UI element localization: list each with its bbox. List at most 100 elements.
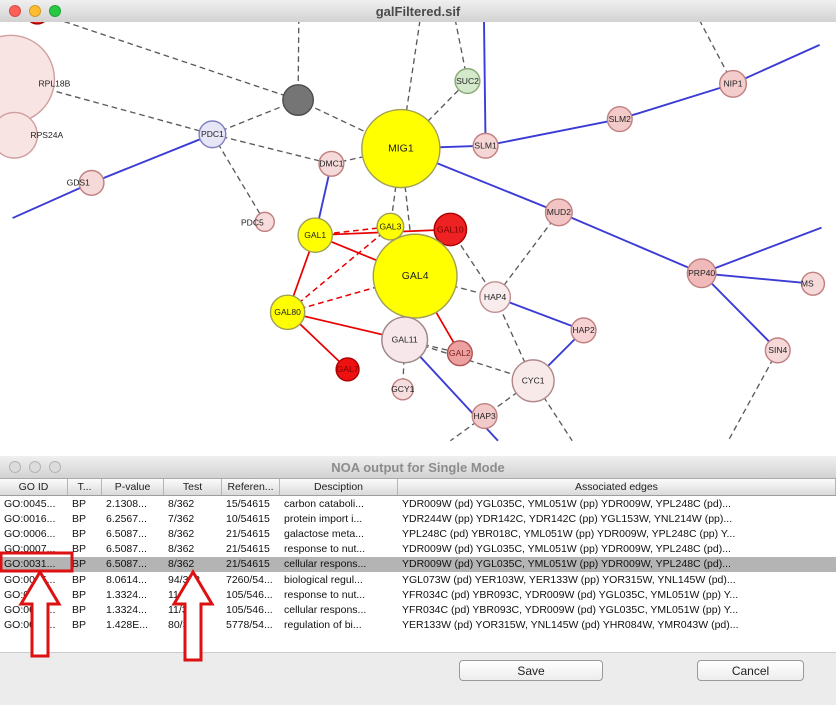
edge-rpl18b-pdc1[interactable]	[10, 78, 213, 135]
edge-mud2-prp40[interactable]	[558, 211, 702, 275]
close-button[interactable]	[9, 5, 21, 17]
minimize-button[interactable]	[29, 5, 41, 17]
node-prp40[interactable]	[686, 258, 717, 289]
node-pdc5[interactable]	[254, 211, 275, 233]
node-sin4[interactable]	[764, 337, 791, 364]
edge-slm1-off[interactable]	[483, 22, 487, 146]
node-hap3[interactable]	[471, 402, 498, 430]
table-window-titlebar[interactable]: NOA output for Single Mode	[0, 456, 836, 479]
edge-gds1-off[interactable]	[12, 181, 92, 219]
table-cell: 2.1308...	[106, 497, 147, 510]
edge-prp40-sin4[interactable]	[700, 272, 779, 352]
table-cell: GO:0065...	[4, 573, 56, 586]
edge-mig1-suc2[interactable]	[400, 80, 468, 150]
table-cell: 1.3324...	[106, 588, 147, 601]
table-cell: 1.428E...	[106, 619, 149, 632]
edge-redTL-grayNode[interactable]	[37, 22, 299, 101]
minimize-button[interactable]	[29, 461, 41, 473]
table-window-title: NOA output for Single Mode	[331, 459, 505, 475]
close-button[interactable]	[9, 461, 21, 473]
node-label-msn: MS	[801, 279, 814, 289]
node-hap4[interactable]	[479, 281, 512, 313]
column-header[interactable]: Associated edges	[398, 479, 836, 495]
edge-nip1-off[interactable]	[686, 22, 734, 85]
node-gal80[interactable]	[269, 294, 306, 331]
edge-pdc1-dmc1[interactable]	[212, 133, 332, 165]
node-gal7[interactable]	[335, 357, 360, 382]
edge-nip1-off[interactable]	[732, 43, 821, 85]
node-mud2[interactable]	[544, 198, 573, 227]
button-bar: Save Cancel	[0, 652, 836, 705]
node-gds1[interactable]	[78, 169, 105, 196]
node-hap2[interactable]	[570, 317, 597, 344]
zoom-button[interactable]	[49, 5, 61, 17]
node-gal1[interactable]	[297, 217, 334, 254]
table-cell: 7/362	[168, 512, 195, 525]
edge-gal3-gal80[interactable]	[287, 226, 391, 313]
node-label-prp40: PRP40	[688, 268, 715, 278]
node-nip1[interactable]	[718, 69, 748, 98]
node-grayNode[interactable]	[282, 84, 315, 116]
column-header[interactable]: P-value	[102, 479, 164, 495]
node-suc2[interactable]	[454, 67, 481, 95]
edge-grayNode-off[interactable]	[297, 22, 300, 101]
node-msn[interactable]	[800, 271, 826, 296]
node-mig1[interactable]	[361, 108, 441, 189]
edge-mig1-off[interactable]	[400, 22, 424, 149]
table-cell: 11/362	[168, 603, 200, 616]
table-cell: 1.3324...	[106, 603, 147, 616]
edge-slm1-slm2[interactable]	[485, 118, 620, 147]
save-button[interactable]: Save	[459, 660, 603, 681]
node-slm1[interactable]	[472, 132, 499, 159]
table-cell: 8/362	[168, 527, 195, 540]
edge-suc2-off[interactable]	[450, 22, 469, 82]
edge-pdc5-pdc1[interactable]	[211, 133, 266, 223]
edge-prp40-msn[interactable]	[701, 272, 814, 285]
column-header[interactable]: Referen...	[222, 479, 280, 495]
table-traffic-lights	[9, 461, 61, 473]
zoom-button[interactable]	[49, 461, 61, 473]
node-gal3[interactable]	[376, 212, 405, 241]
edge-mud2-hap4[interactable]	[494, 211, 560, 298]
node-gal10[interactable]	[433, 212, 468, 247]
graph-window-titlebar[interactable]: galFiltered.sif	[0, 0, 836, 23]
edge-sin4-off[interactable]	[727, 350, 779, 442]
table-cell: BP	[72, 512, 87, 525]
column-header[interactable]: T...	[68, 479, 102, 495]
node-dmc1[interactable]	[318, 150, 345, 177]
node-pdc1[interactable]	[198, 120, 227, 149]
table-cell: BP	[72, 543, 87, 556]
edge-hap3-off[interactable]	[449, 415, 486, 442]
edge-gds1-pdc1[interactable]	[91, 133, 213, 184]
node-rps24a[interactable]	[0, 111, 39, 159]
column-header[interactable]: GO ID	[0, 479, 68, 495]
table-cell: BP	[72, 573, 87, 586]
node-label-suc2: SUC2	[456, 76, 479, 86]
table-cell: 6.2567...	[106, 512, 147, 525]
node-gal11[interactable]	[381, 316, 429, 364]
node-label-slm2: SLM2	[609, 114, 632, 124]
table-cell: 15/54615	[226, 497, 270, 510]
node-gal4[interactable]	[372, 233, 458, 319]
node-gal2[interactable]	[446, 340, 473, 367]
node-cyc1[interactable]	[511, 359, 555, 403]
node-gcy1[interactable]	[391, 378, 414, 401]
edge-slm2-nip1[interactable]	[619, 82, 734, 120]
column-header[interactable]: Test	[164, 479, 222, 495]
cancel-button[interactable]: Cancel	[697, 660, 804, 681]
edge-prp40-off[interactable]	[701, 226, 822, 275]
column-header[interactable]: Desciption	[280, 479, 398, 495]
node-redTL[interactable]	[26, 22, 49, 25]
node-slm2[interactable]	[606, 105, 633, 133]
